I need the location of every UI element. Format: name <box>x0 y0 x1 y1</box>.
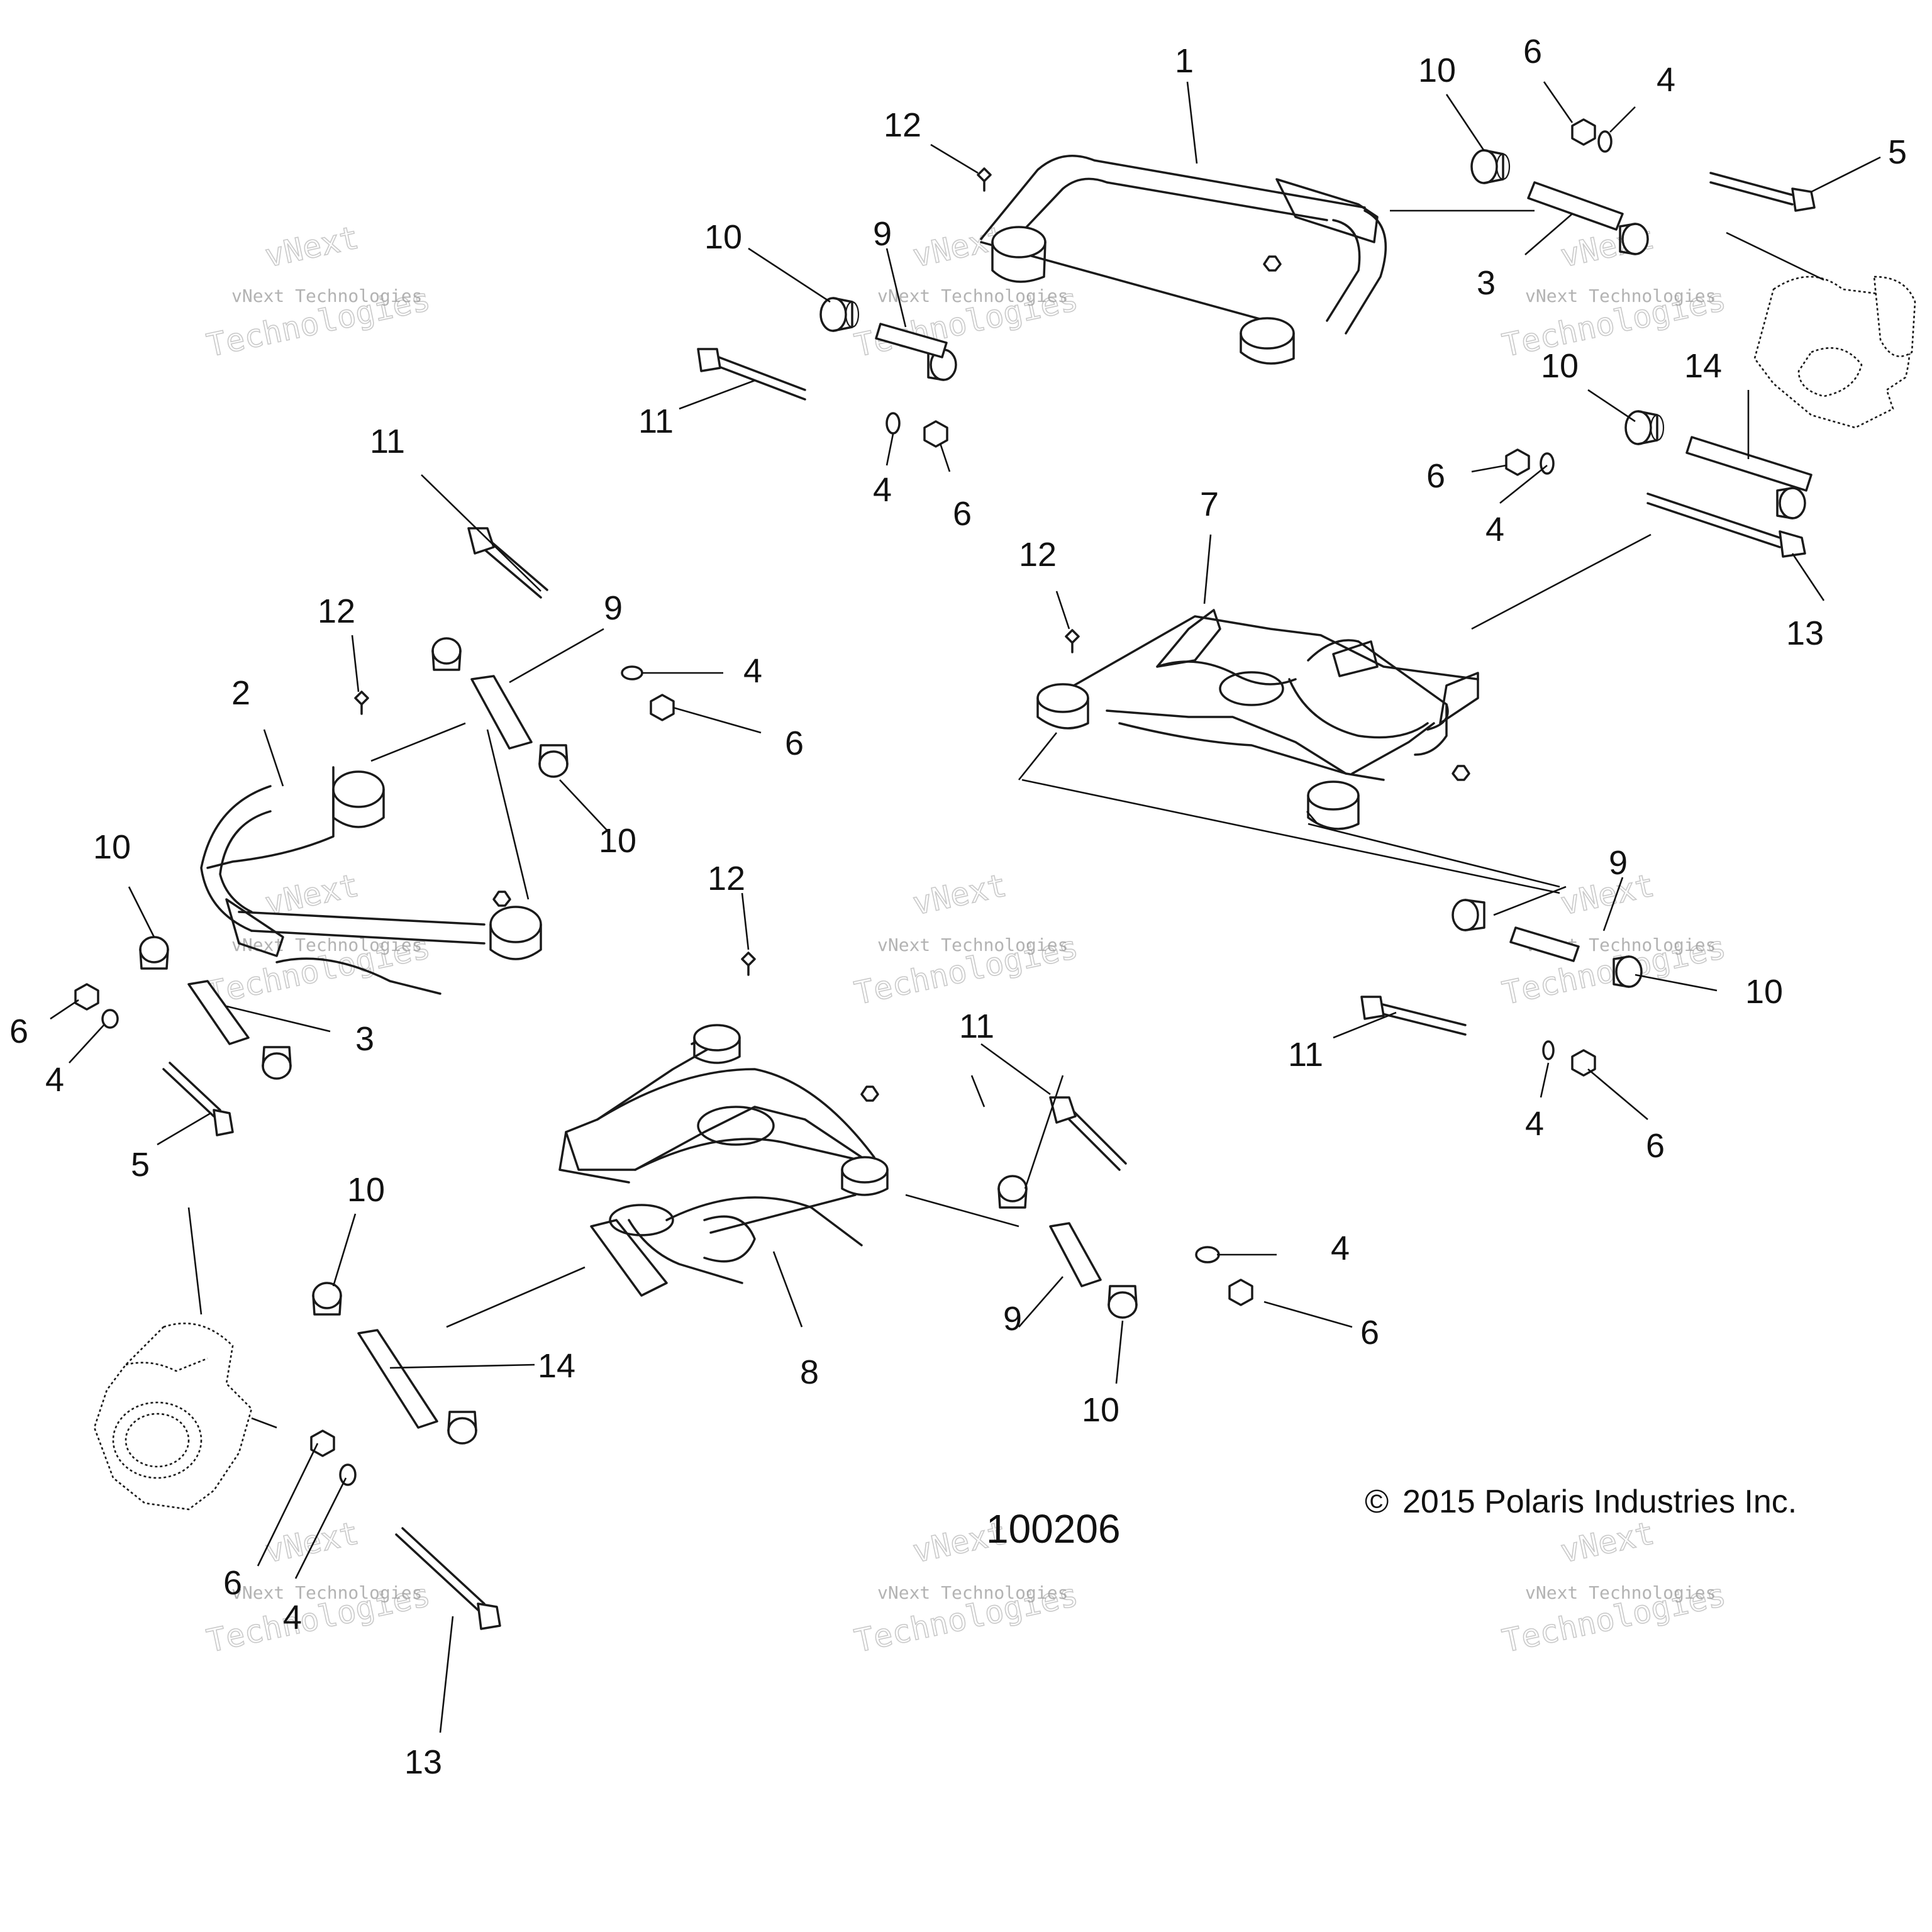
callout-label: 12 <box>318 592 355 630</box>
callout-label: 4 <box>873 471 892 509</box>
diagram-footer: 100206 © 2015 Polaris Industries Inc. <box>986 1484 1797 1552</box>
bolt-group <box>162 172 1816 1630</box>
copyright-symbol: © <box>1365 1484 1389 1520</box>
callout-label: 10 <box>1418 52 1456 89</box>
callout-label: 6 <box>9 1013 28 1050</box>
callout-label: 4 <box>1657 61 1675 99</box>
watermark-text: vNext Technologies <box>231 1582 422 1603</box>
callout-label: 10 <box>1541 347 1579 385</box>
part-knuckle-left <box>93 1323 253 1511</box>
watermark-vnext: vNext <box>909 867 1009 922</box>
watermark-vnext: vNext <box>262 219 362 274</box>
callout-label: 6 <box>953 495 972 533</box>
callout-label: 12 <box>708 860 745 897</box>
callout-label: 9 <box>873 215 892 253</box>
callout-label: 4 <box>45 1061 64 1099</box>
callout-label: 10 <box>347 1171 385 1209</box>
callout-label: 4 <box>743 652 762 690</box>
callout-label: 10 <box>704 218 742 256</box>
callout-label: 5 <box>1888 133 1907 171</box>
part-upper-control-arm-1 <box>980 154 1387 365</box>
callout-label: 6 <box>785 724 804 762</box>
copyright-text: 2015 Polaris Industries Inc. <box>1402 1484 1797 1520</box>
watermark-text: vNext Technologies <box>877 286 1068 306</box>
watermark-text: vNext Technologies <box>1525 1582 1716 1603</box>
watermark-text: vNext Technologies <box>877 1582 1068 1603</box>
callout-label: 10 <box>599 822 636 860</box>
callout-label: 9 <box>604 589 623 627</box>
callout-label: 6 <box>1523 33 1542 70</box>
callout-label: 6 <box>1646 1127 1665 1165</box>
sleeve-group <box>187 181 1813 1429</box>
callout-label: 14 <box>538 1347 575 1385</box>
callout-label: 7 <box>1200 486 1219 523</box>
watermark-vnext: vNext <box>1557 1514 1657 1570</box>
callout-label: 13 <box>1786 614 1824 652</box>
part-control-arm-8 <box>558 1024 889 1297</box>
fastener-group <box>74 118 1613 1486</box>
callout-label: 5 <box>131 1146 150 1184</box>
callout-label: 9 <box>1003 1300 1022 1338</box>
callout-label: 11 <box>959 1008 994 1045</box>
callout-label: 12 <box>884 106 921 144</box>
part-knuckle-right <box>1753 275 1916 429</box>
callout-label: 4 <box>283 1599 302 1636</box>
callout-label: 6 <box>1360 1314 1379 1352</box>
watermark-vnext: vNext <box>1557 867 1657 922</box>
watermark-vnext: vNext <box>262 1514 362 1570</box>
watermark-layer: vNext Technologies vNext Technologies vN… <box>203 219 1729 1660</box>
part-control-arm-7 <box>1036 609 1479 830</box>
callout-label: 12 <box>1019 536 1057 574</box>
callout-label: 11 <box>638 402 674 440</box>
callout-label: 13 <box>404 1743 442 1781</box>
callout-label: 4 <box>1525 1105 1544 1143</box>
callout-label: 4 <box>1485 511 1504 548</box>
callout-label: 2 <box>231 674 250 712</box>
watermark-text: vNext Technologies <box>877 935 1068 955</box>
callout-label: 10 <box>1745 973 1783 1011</box>
callout-label: 11 <box>370 423 405 460</box>
callout-label: 10 <box>93 828 131 866</box>
callout-label: 1 <box>1175 42 1194 80</box>
leader-lines <box>50 81 1881 1733</box>
diagram-number: 100206 <box>986 1506 1121 1552</box>
callout-label: 11 <box>1288 1036 1323 1074</box>
callout-labels: 1 12 10 6 4 5 10 9 3 11 4 6 10 14 6 4 11… <box>9 33 1907 1781</box>
watermark-text: vNext Technologies <box>1525 286 1716 306</box>
watermark-text: vNext Technologies <box>231 286 422 306</box>
callout-label: 14 <box>1684 347 1722 385</box>
callout-label: 3 <box>355 1020 374 1058</box>
callout-label: 6 <box>223 1564 242 1602</box>
callout-label: 10 <box>1082 1391 1119 1429</box>
callout-label: 6 <box>1426 457 1445 495</box>
part-control-arm-2 <box>200 766 542 995</box>
callout-label: 8 <box>800 1353 819 1391</box>
callout-label: 9 <box>1609 844 1628 882</box>
callout-label: 3 <box>1477 264 1496 302</box>
callout-label: 4 <box>1331 1230 1350 1267</box>
